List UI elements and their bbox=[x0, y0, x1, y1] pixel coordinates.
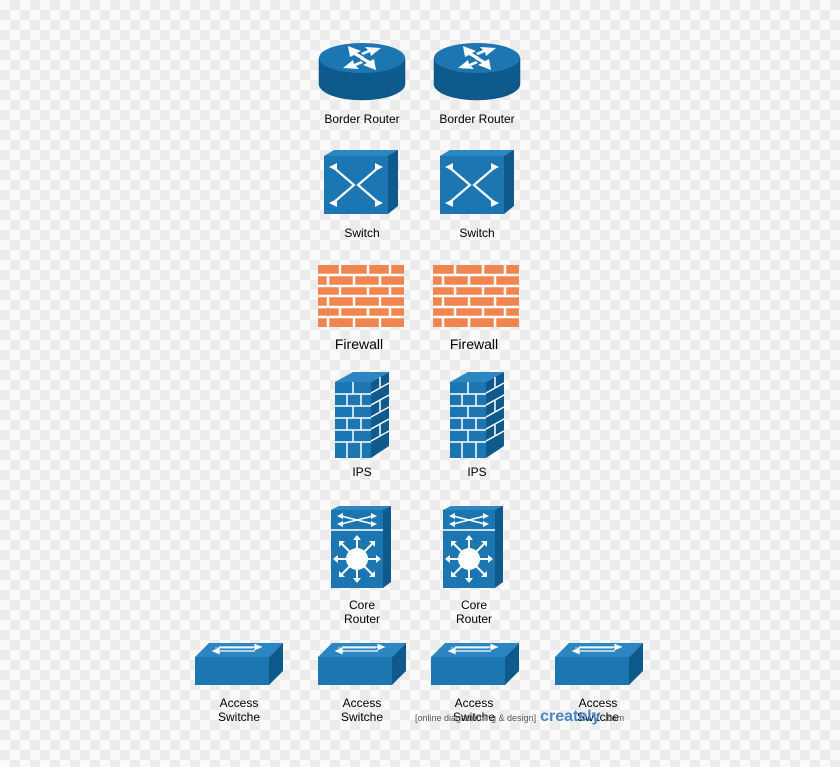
ips-1-label: IPS bbox=[352, 465, 372, 479]
core-router-1-label-line1: Core bbox=[348, 598, 375, 612]
firewall-2 bbox=[433, 265, 519, 327]
access-switch-1 bbox=[195, 641, 283, 685]
watermark-brand: creately bbox=[540, 708, 601, 725]
switch-icon bbox=[440, 148, 516, 214]
firewall-1 bbox=[318, 265, 404, 327]
watermark-domain: .com bbox=[604, 713, 625, 723]
access-switch-3-label-line1: Access bbox=[454, 696, 494, 710]
ips-2 bbox=[450, 372, 504, 458]
switch-1 bbox=[324, 148, 400, 214]
switch-2 bbox=[440, 148, 516, 214]
border-router-1-label: Border Router bbox=[324, 112, 400, 126]
core-router-1 bbox=[331, 504, 391, 588]
switch-icon bbox=[324, 148, 400, 214]
access-switch-1-label-line1: Access bbox=[219, 696, 259, 710]
router-icon bbox=[317, 42, 407, 102]
access-switch-3-label: Access Switche bbox=[409, 696, 539, 724]
access-switch-icon bbox=[318, 641, 406, 685]
core-router-1-label-line2: Router bbox=[343, 612, 381, 626]
core-router-2-label-line2: Router bbox=[455, 612, 493, 626]
core-router-2 bbox=[443, 504, 503, 588]
access-switch-2-label-line2: Switche bbox=[340, 710, 384, 724]
watermark-text: [online diagramming & design] bbox=[415, 713, 537, 723]
core-router-2-label-line1: Core bbox=[460, 598, 487, 612]
ips-1 bbox=[335, 372, 389, 458]
switch-2-label: Switch bbox=[459, 226, 495, 240]
access-switch-icon bbox=[195, 641, 283, 685]
access-switch-3-label-line2: Switche bbox=[452, 710, 496, 724]
ips-icon bbox=[335, 372, 389, 458]
firewall-1-label: Firewall bbox=[334, 336, 384, 352]
border-router-1 bbox=[317, 42, 407, 102]
switch-1-label: Switch bbox=[344, 226, 380, 240]
access-switch-1-label: Access Switche bbox=[174, 696, 304, 724]
firewall-icon bbox=[433, 265, 519, 327]
ips-icon bbox=[450, 372, 504, 458]
access-switch-2-label-line1: Access bbox=[342, 696, 382, 710]
watermark: [online diagramming & design] creately .… bbox=[415, 708, 624, 726]
access-switch-2-label: Access Switche bbox=[297, 696, 427, 724]
access-switch-4-label: Access Switche bbox=[533, 696, 663, 724]
border-router-2-label: Border Router bbox=[439, 112, 515, 126]
core-router-icon bbox=[443, 504, 503, 588]
core-router-2-label: Core Router bbox=[409, 598, 539, 626]
firewall-2-label: Firewall bbox=[449, 336, 499, 352]
access-switch-4-label-line2: Switche bbox=[576, 710, 620, 724]
ips-2-label: IPS bbox=[467, 465, 487, 479]
router-icon bbox=[432, 42, 522, 102]
core-router-1-label: Core Router bbox=[297, 598, 427, 626]
access-switch-4-label-line1: Access bbox=[578, 696, 618, 710]
firewall-icon bbox=[318, 265, 404, 327]
border-router-2 bbox=[432, 42, 522, 102]
access-switch-2 bbox=[318, 641, 406, 685]
access-switch-icon bbox=[431, 641, 519, 685]
access-switch-icon bbox=[555, 641, 643, 685]
access-switch-3 bbox=[431, 641, 519, 685]
access-switch-1-label-line2: Switche bbox=[217, 710, 261, 724]
access-switch-4 bbox=[555, 641, 643, 685]
core-router-icon bbox=[331, 504, 391, 588]
